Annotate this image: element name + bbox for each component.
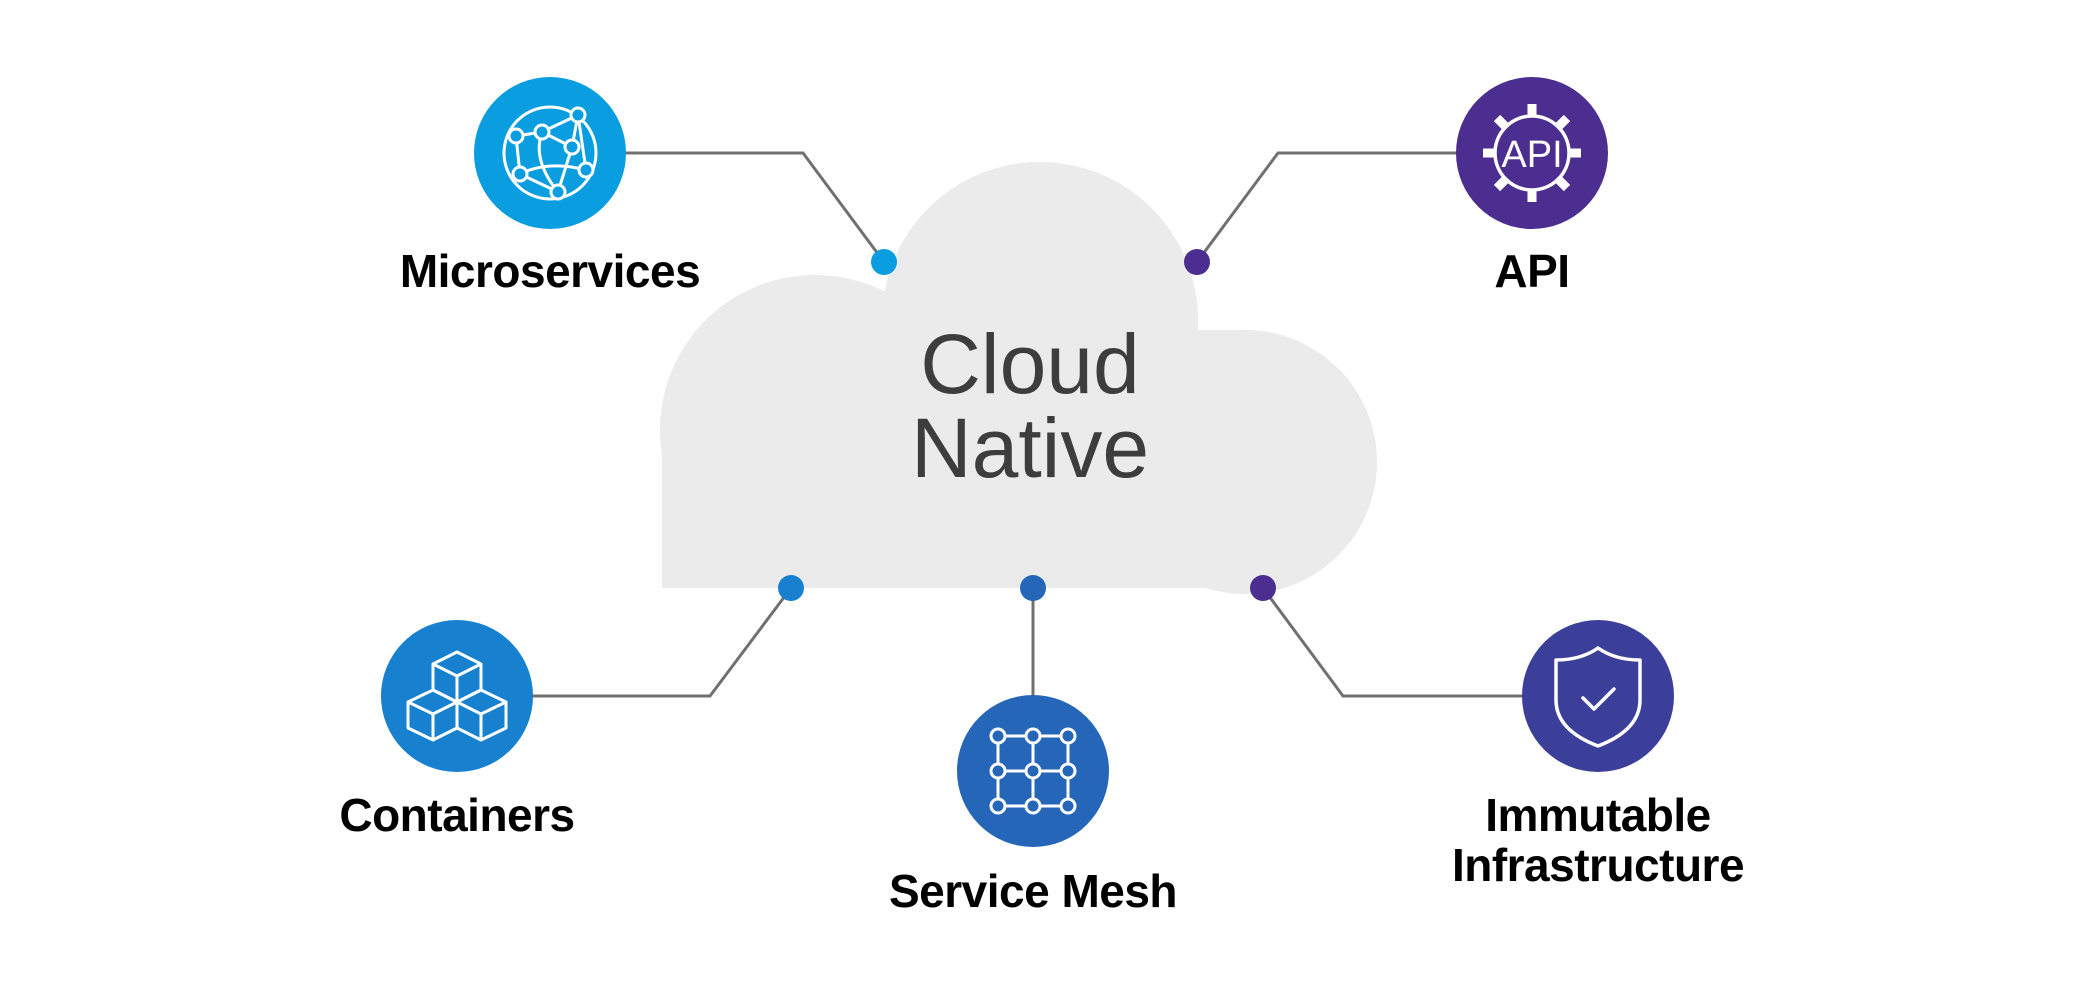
connector-immutable (1261, 587, 1527, 698)
api-gear-icon: API (1483, 104, 1581, 202)
cloud-title-line2: Native (910, 401, 1150, 495)
cloud-title: Cloud Native (820, 322, 1240, 490)
containers-label: Containers (339, 789, 575, 841)
service-mesh-label: Service Mesh (888, 865, 1178, 917)
microservices-label: Microservices (399, 245, 701, 297)
api-label: API (1494, 245, 1570, 297)
connector-containers (530, 587, 793, 698)
connector-microservices (622, 151, 886, 263)
service-mesh-node (957, 695, 1109, 847)
cloud-title-line1: Cloud (920, 317, 1140, 411)
connector-dot-api (1184, 249, 1210, 275)
network-globe-icon (502, 105, 598, 201)
connector-dot-service-mesh (1020, 575, 1046, 601)
cloud-shape (660, 162, 1377, 594)
connector-api (1195, 151, 1460, 263)
immutable-infrastructure-node (1522, 620, 1674, 772)
immutable-infrastructure-label: Immutable Infrastructure (1400, 790, 1796, 890)
cubes-icon (406, 650, 508, 742)
svg-text:API: API (1501, 134, 1562, 176)
connector-dot-microservices (871, 249, 897, 275)
mesh-grid-icon (989, 727, 1077, 815)
shield-check-icon (1554, 646, 1642, 748)
immutable-label-line1: Immutable (1485, 789, 1711, 841)
immutable-label-line2: Infrastructure (1451, 839, 1745, 891)
api-node: API (1456, 77, 1608, 229)
connector-dot-immutable (1250, 575, 1276, 601)
containers-node (381, 620, 533, 772)
connector-dot-containers (778, 575, 804, 601)
microservices-node (474, 77, 626, 229)
